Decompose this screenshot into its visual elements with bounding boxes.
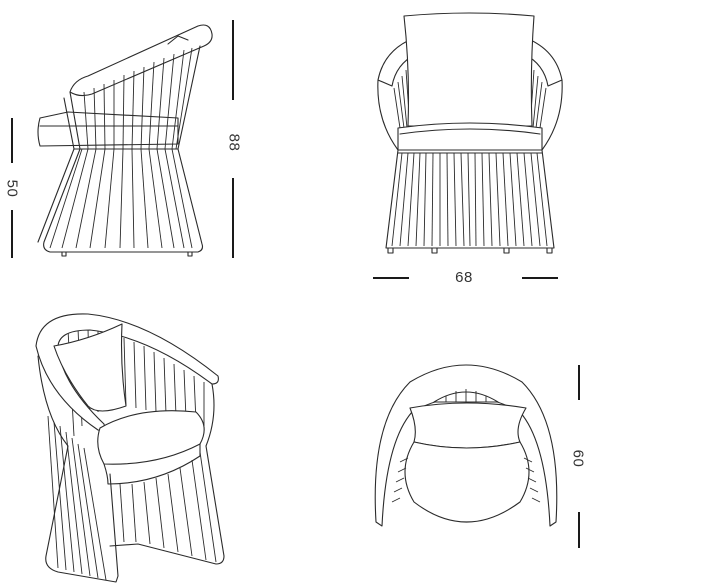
depth-dimension-line-top (578, 365, 580, 400)
total-height-dimension-line-bottom (232, 178, 234, 258)
chair-perspective-view (28, 306, 228, 586)
width-dimension-line-left (373, 277, 409, 279)
chair-top-view (370, 362, 560, 542)
total-height-dimension-line-top (232, 20, 234, 100)
width-label: 68 (455, 269, 473, 286)
depth-dimension-line-bottom (578, 512, 580, 548)
seat-height-label: 50 (3, 179, 21, 198)
width-dimension-line-right (522, 277, 558, 279)
total-height-label: 88 (225, 133, 243, 152)
seat-height-dimension-line-bottom (11, 210, 13, 258)
depth-label: 60 (569, 449, 587, 468)
chair-front-view (370, 10, 570, 265)
chair-side-view (28, 14, 228, 264)
seat-height-dimension-line-top (11, 118, 13, 163)
